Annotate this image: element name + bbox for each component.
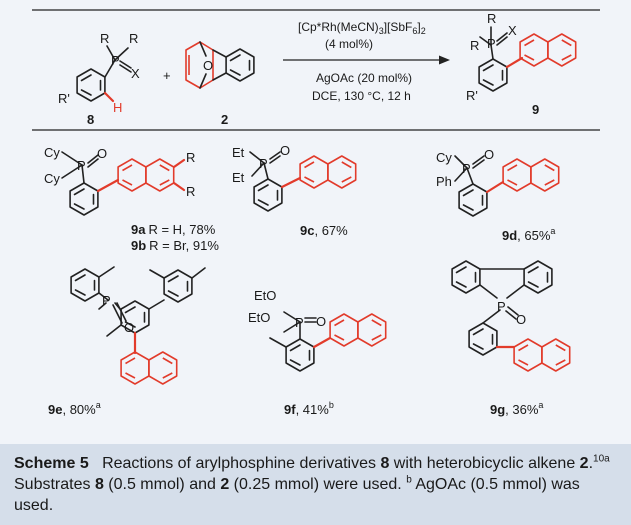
reactant-8: R R P X R' H 8: [58, 31, 140, 127]
r8-hydrogen: H: [113, 100, 122, 115]
caption-text: Substrates: [14, 476, 95, 493]
9d-oxygen: O: [484, 147, 494, 162]
caption-bold: 2: [220, 476, 230, 493]
label-9g: 9g, 36%a: [490, 400, 543, 417]
footnote-b-marker: b: [406, 474, 412, 486]
label-8: 8: [87, 112, 94, 127]
catalyst: [Cp*Rh(MeCN)3][SbF6]2: [298, 20, 426, 36]
r8-top-right: R: [129, 31, 138, 46]
caption-bold: 8: [94, 476, 104, 493]
scheme-drawing: R R P X R' H 8 + O 2 [Cp*Rh(MeCN)3][SbF6…: [32, 9, 600, 417]
p9-phosphorus: P: [487, 36, 496, 51]
solvent-temp: DCE, 130 °C, 12 h: [312, 89, 411, 103]
product-9: R R P X R' 9: [466, 11, 577, 117]
caption-bold: 8: [380, 455, 390, 472]
9a-cy-bottom: Cy: [44, 171, 60, 186]
9d-phosphorus: P: [462, 161, 471, 176]
9g-oxygen: O: [516, 312, 526, 327]
9a-phosphorus: P: [77, 158, 86, 173]
9a-cy-top: Cy: [44, 145, 60, 160]
label-9f: 9f, 41%b: [284, 400, 334, 417]
9f-oxygen: O: [316, 314, 326, 329]
r8-phosphorus: P: [111, 53, 120, 68]
label-2: 2: [221, 112, 228, 127]
p9-x: X: [508, 23, 517, 38]
label-9e: 9e, 80%a: [48, 400, 101, 417]
9d-ph: Ph: [436, 174, 452, 189]
label-9d: 9d, 65%a: [502, 226, 555, 243]
conditions: [Cp*Rh(MeCN)3][SbF6]2 (4 mol%) AgOAc (20…: [283, 20, 450, 103]
r8-r-prime: R': [58, 91, 70, 106]
9e-oxygen: O: [124, 320, 134, 335]
p9-r-top: R: [487, 11, 496, 26]
caption-text: Reactions of arylphosphine derivatives: [102, 455, 381, 472]
9g-phosphorus: P: [497, 299, 506, 314]
footnote-a-marker: a: [604, 453, 610, 465]
9a-r-top: R: [186, 150, 195, 165]
9c-oxygen: O: [280, 143, 290, 158]
9f-eto-bottom: EtO: [248, 310, 270, 325]
scheme-figure: R R P X R' H 8 + O 2 [Cp*Rh(MeCN)3][SbF6…: [0, 0, 631, 444]
9a-r-bottom: R: [186, 184, 195, 199]
r8-x: X: [131, 66, 140, 81]
caption-label: Scheme 5: [14, 455, 89, 472]
caption-ref: 10: [593, 453, 605, 465]
r8-top-left: R: [100, 31, 109, 46]
scheme-caption: Scheme 5 Reactions of arylphosphine deri…: [0, 444, 631, 525]
caption-text: (0.5 mmol) and: [103, 476, 221, 493]
9f-phosphorus: P: [295, 315, 304, 330]
p9-r-left: R: [470, 38, 479, 53]
plus-sign: +: [163, 68, 171, 83]
caption-text: with heterobicyclic alkene: [389, 455, 580, 472]
caption-bold: 2: [579, 455, 589, 472]
product-9g: P O 9g, 36%a: [451, 260, 571, 417]
9d-cy: Cy: [436, 150, 452, 165]
reactant-2: O 2: [185, 41, 255, 127]
caption-text: AgOAc (0.5 mmol) was used.: [14, 476, 580, 514]
label-9c: 9c, 67%: [300, 223, 348, 238]
product-9d: Cy Ph P O 9d, 65%a: [436, 147, 560, 243]
9c-et-top: Et: [232, 145, 245, 160]
label-9: 9: [532, 102, 539, 117]
caption-text: (0.25 mmol) were used.: [229, 476, 407, 493]
additive: AgOAc (20 mol%): [316, 71, 412, 85]
9a-oxygen: O: [97, 146, 107, 161]
caption-text: .: [588, 455, 594, 472]
p9-r-prime: R': [466, 88, 478, 103]
9c-phosphorus: P: [259, 156, 268, 171]
9c-et-bottom: Et: [232, 170, 245, 185]
r2-oxygen: O: [203, 58, 213, 73]
9f-eto-top: EtO: [254, 288, 276, 303]
product-9e: P O 9e, 80%a: [48, 266, 206, 417]
9e-phosphorus: P: [102, 293, 111, 308]
product-9f: EtO EtO P O 9f, 41%b: [248, 288, 387, 417]
catalyst-loading: (4 mol%): [325, 37, 373, 51]
product-9c: Et Et P O 9c, 67%: [232, 143, 357, 238]
